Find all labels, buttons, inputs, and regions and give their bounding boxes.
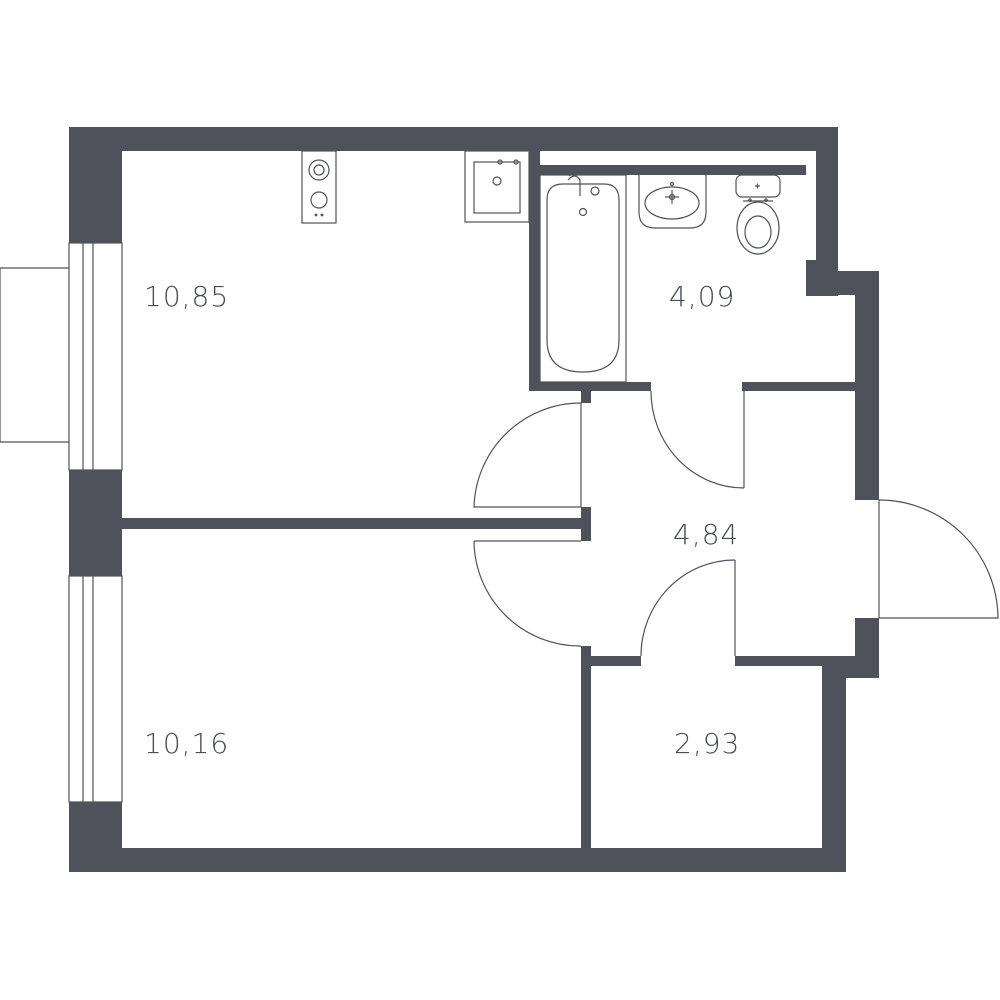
bathtub-icon — [539, 171, 627, 383]
room-area-storage: 2,93 — [674, 727, 740, 760]
cooktop-icon — [301, 150, 337, 224]
windows — [68, 242, 123, 803]
room-area-hallway: 4,84 — [673, 518, 739, 551]
washbasin-icon — [638, 175, 707, 229]
room-area-kitchen: 10,85 — [144, 280, 229, 313]
inner-walls — [122, 151, 855, 848]
door-swings — [473, 390, 999, 657]
balcony — [0, 267, 69, 443]
room-area-bathroom: 4,09 — [669, 280, 735, 313]
kitchen-sink-icon — [464, 150, 530, 223]
room-area-bedroom: 10,16 — [144, 727, 229, 760]
outer-walls — [69, 127, 879, 872]
toilet-icon — [735, 174, 781, 255]
